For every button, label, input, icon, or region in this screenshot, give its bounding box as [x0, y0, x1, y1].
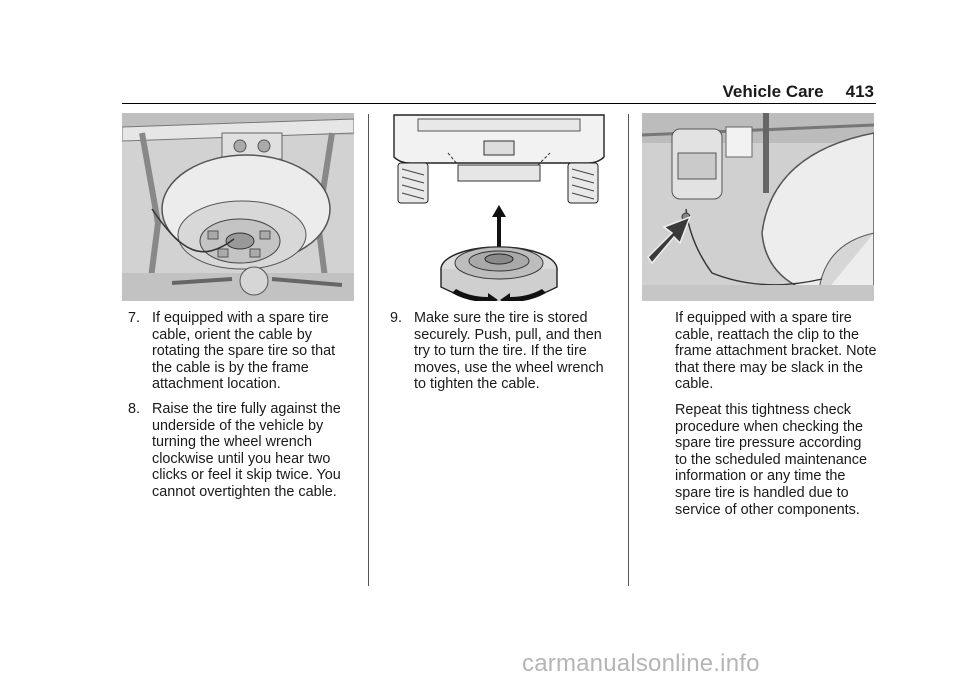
step-line: cable, orient the cable by: [152, 326, 312, 343]
paragraph-line: cable, reattach the clip to the: [675, 326, 859, 343]
header-rule: [122, 103, 876, 104]
step-line: the cable is by the frame: [152, 359, 309, 376]
figure-tire-storage-diagram: [388, 113, 610, 301]
step-line: Make sure the tire is stored: [414, 310, 588, 326]
paragraph-line: that there may be slack in the: [675, 359, 863, 376]
step-number: 7.: [128, 310, 141, 326]
step-line: rotating the spare tire so that: [152, 343, 336, 360]
step-line: clicks or feel it skip twice. You: [152, 467, 341, 484]
column-1-text: 7. If equipped with a spare tire cable, …: [128, 310, 363, 509]
page-number: 413: [845, 82, 874, 101]
step-line: moves, use the wheel wrench: [414, 359, 604, 376]
figure-frame-attachment: [642, 113, 874, 301]
step-line: attachment location.: [152, 376, 281, 393]
paragraph-line: If equipped with a spare tire: [675, 310, 852, 326]
step-line: underside of the vehicle by: [152, 417, 324, 434]
paragraph-line: spare tire is handled due to: [675, 484, 849, 501]
paragraph-repeat-check: Repeat this tightness check procedure wh…: [675, 402, 875, 518]
column-divider-left: [368, 114, 369, 586]
step-7: 7. If equipped with a spare tire cable, …: [128, 310, 363, 393]
paragraph-line: information or any time the: [675, 468, 846, 485]
step-number: 9.: [390, 310, 403, 326]
paragraph-reattach-clip: If equipped with a spare tire cable, rea…: [675, 310, 877, 393]
step-line: Raise the tire fully against the: [152, 400, 341, 417]
step-line: clockwise until you hear two: [152, 450, 331, 467]
paragraph-line: to the scheduled maintenance: [675, 451, 868, 468]
figure-spare-tire-underbody: [122, 113, 354, 301]
paragraph-line: spare tire pressure according: [675, 435, 862, 452]
step-line: securely. Push, pull, and then: [414, 326, 602, 343]
column-3-text: If equipped with a spare tire cable, rea…: [675, 310, 877, 527]
paragraph-line: Repeat this tightness check: [675, 401, 851, 418]
paragraph-line: service of other components.: [675, 501, 860, 518]
step-line: to tighten the cable.: [414, 376, 540, 393]
step-9: 9. Make sure the tire is stored securely…: [390, 310, 622, 393]
section-title: Vehicle Care: [722, 82, 824, 101]
step-line: turning the wheel wrench: [152, 434, 312, 451]
paragraph-line: cable.: [675, 376, 714, 393]
step-number: 8.: [128, 400, 141, 417]
step-line: try to turn the tire. If the tire: [414, 343, 587, 360]
step-line: cannot overtighten the cable.: [152, 483, 337, 500]
step-8: 8. Raise the tire fully against the unde…: [128, 401, 363, 501]
paragraph-line: frame attachment bracket. Note: [675, 343, 877, 360]
page-header: Vehicle Care 413: [0, 82, 875, 102]
watermark: carmanualsonline.info: [522, 650, 760, 677]
step-line: If equipped with a spare tire: [152, 310, 329, 326]
column-divider-right: [628, 114, 629, 586]
paragraph-line: procedure when checking the: [675, 418, 863, 435]
column-2-text: 9. Make sure the tire is stored securely…: [390, 310, 622, 401]
